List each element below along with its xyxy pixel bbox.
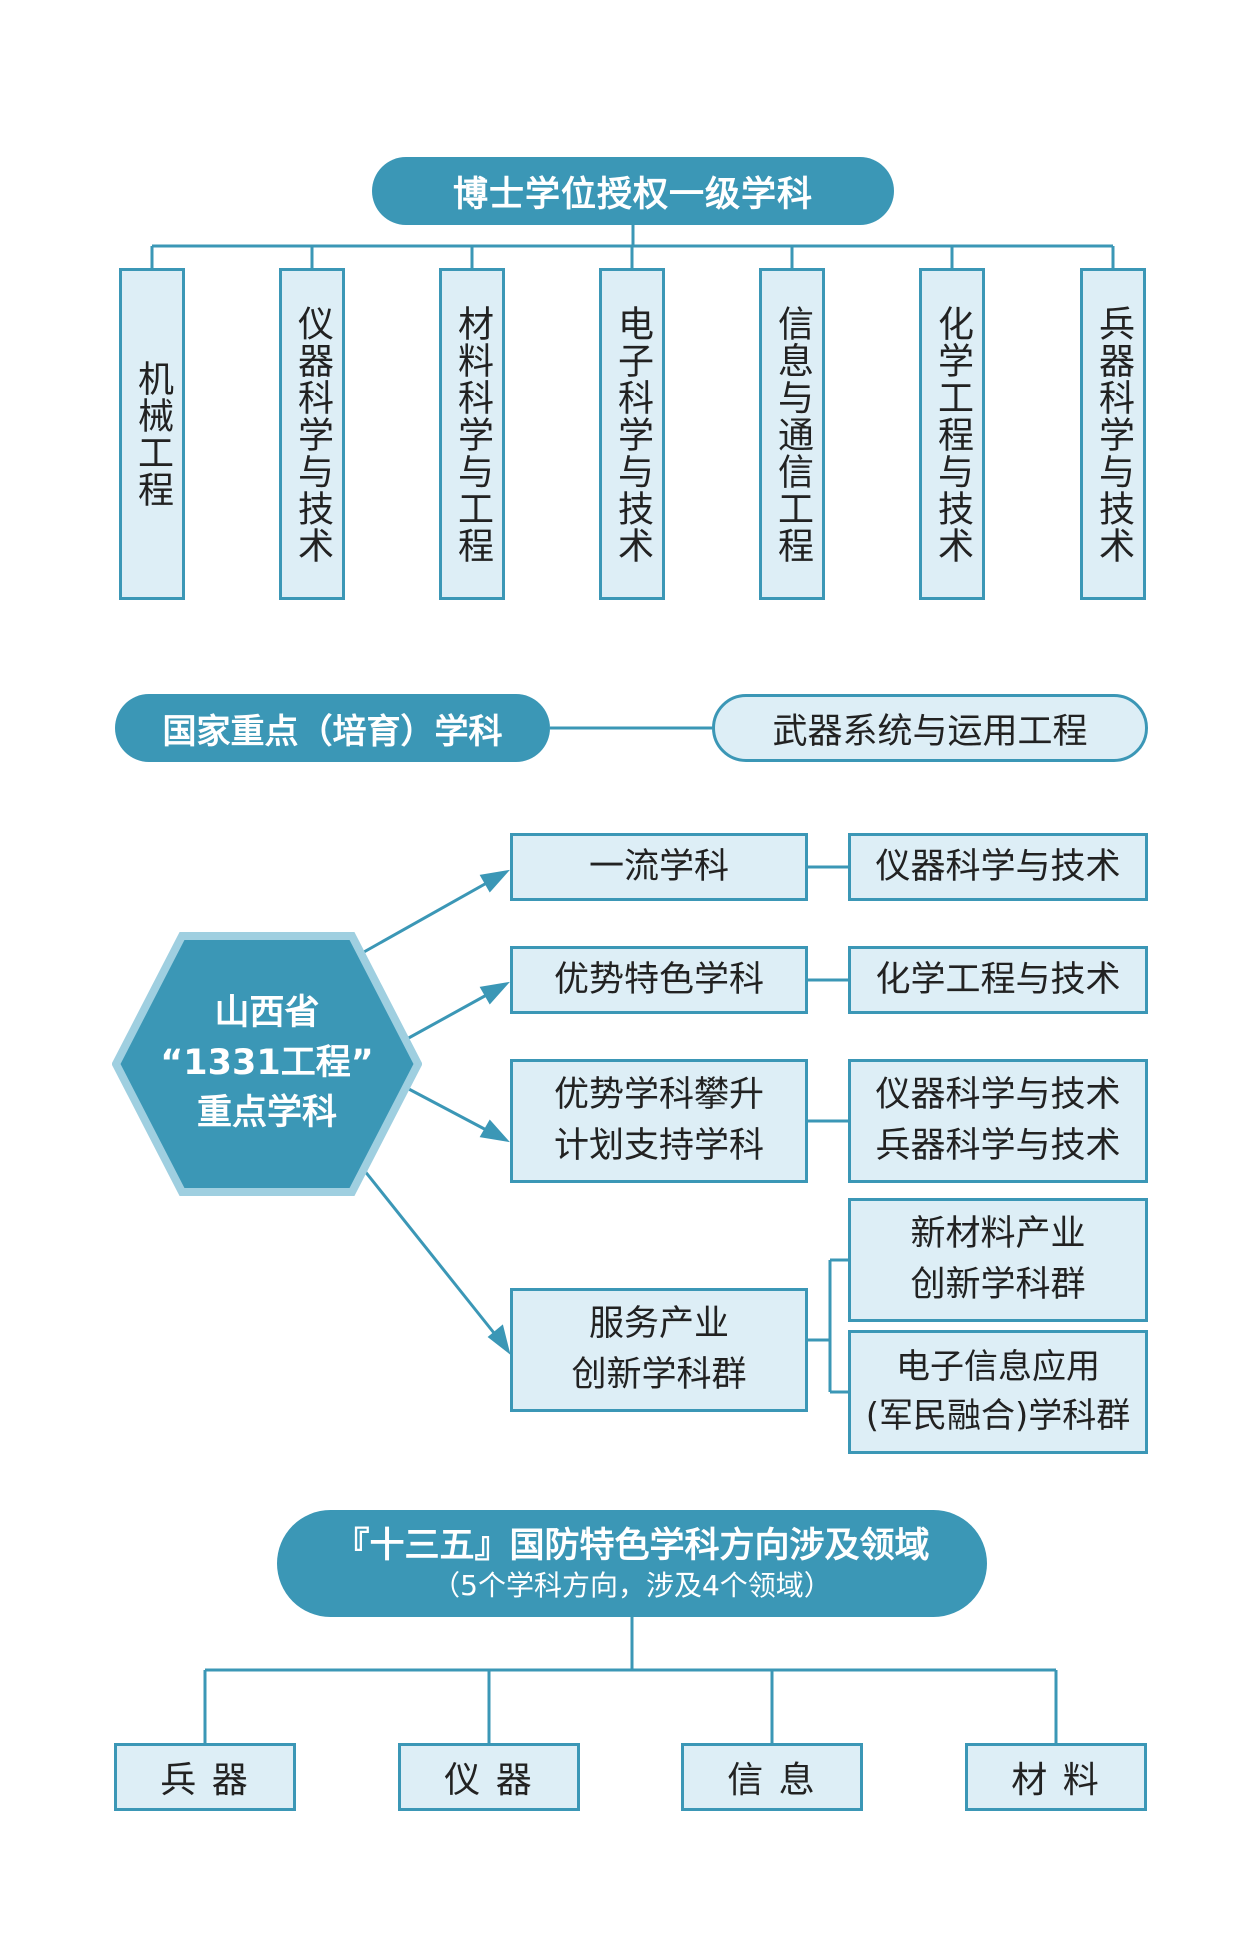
category-box: 优势特色学科 xyxy=(510,946,808,1014)
discipline-box: 化学工程与技术 xyxy=(919,268,985,600)
category-box: 服务产业 创新学科群 xyxy=(510,1288,808,1412)
province-label: 山西省 “1331工程” 重点学科 xyxy=(112,932,422,1196)
discipline-box: 信息与通信工程 xyxy=(759,268,825,600)
category-line: 一流学科 xyxy=(588,846,729,887)
discipline-box: 仪器科学与技术 xyxy=(279,268,345,600)
subject-line: 新材料产业 xyxy=(910,1214,1086,1255)
defense-title-pill: 『十三五』国防特色学科方向涉及领域 （5个学科方向，涉及4个领域） xyxy=(277,1510,987,1617)
subject-box: 化学工程与技术 xyxy=(848,946,1148,1014)
hex-line: 山西省 xyxy=(214,993,320,1034)
field-label: 仪 器 xyxy=(444,1760,534,1801)
province-hexagon xyxy=(112,932,422,1196)
defense-subtitle: （5个学科方向，涉及4个领域） xyxy=(432,1568,832,1602)
discipline-label: 化学工程与技术 xyxy=(932,304,973,564)
discipline-box: 机械工程 xyxy=(119,268,185,600)
discipline-label: 信息与通信工程 xyxy=(772,304,813,564)
field-label: 兵 器 xyxy=(160,1760,250,1801)
subject-box: 仪器科学与技术 xyxy=(848,833,1148,901)
field-box: 信 息 xyxy=(681,1743,863,1811)
subject-line: 创新学科群 xyxy=(910,1265,1086,1305)
doctoral-title: 博士学位授权一级学科 xyxy=(372,157,894,225)
category-line: 创新学科群 xyxy=(571,1355,747,1395)
discipline-label: 兵器科学与技术 xyxy=(1093,304,1134,564)
defense-title: 『十三五』国防特色学科方向涉及领域 xyxy=(334,1525,930,1566)
category-line: 优势学科攀升 xyxy=(553,1075,764,1116)
field-box: 兵 器 xyxy=(114,1743,296,1811)
field-box: 材 料 xyxy=(965,1743,1147,1811)
hex-line: 重点学科 xyxy=(196,1092,337,1133)
discipline-label: 电子科学与技术 xyxy=(612,304,653,564)
hex-line: “1331工程” xyxy=(160,1043,374,1084)
discipline-box: 材料科学与工程 xyxy=(439,268,505,600)
subject-line: 兵器科学与技术 xyxy=(875,1126,1121,1166)
category-line: 优势特色学科 xyxy=(553,959,764,1000)
subject-box: 电子信息应用 (军民融合)学科群 xyxy=(848,1330,1148,1454)
subject-line: (军民融合)学科群 xyxy=(865,1396,1131,1436)
field-label: 材 料 xyxy=(1011,1760,1101,1801)
category-box: 一流学科 xyxy=(510,833,808,901)
subject-box: 仪器科学与技术 兵器科学与技术 xyxy=(848,1059,1148,1183)
subject-line: 仪器科学与技术 xyxy=(875,846,1121,887)
subject-line: 仪器科学与技术 xyxy=(875,1075,1121,1116)
national-subject: 武器系统与运用工程 xyxy=(712,694,1148,762)
discipline-label: 仪器科学与技术 xyxy=(292,304,333,564)
national-title: 国家重点（培育）学科 xyxy=(115,694,550,762)
subject-box: 新材料产业 创新学科群 xyxy=(848,1198,1148,1322)
category-line: 计划支持学科 xyxy=(553,1126,764,1166)
discipline-label: 材料科学与工程 xyxy=(452,304,493,564)
discipline-box: 电子科学与技术 xyxy=(599,268,665,600)
field-box: 仪 器 xyxy=(398,1743,580,1811)
category-line: 服务产业 xyxy=(588,1304,729,1345)
discipline-box: 兵器科学与技术 xyxy=(1080,268,1146,600)
discipline-label: 机械工程 xyxy=(132,360,173,508)
subject-line: 电子信息应用 xyxy=(896,1346,1100,1387)
category-box: 优势学科攀升 计划支持学科 xyxy=(510,1059,808,1183)
subject-line: 化学工程与技术 xyxy=(875,959,1121,1000)
field-label: 信 息 xyxy=(727,1760,817,1801)
